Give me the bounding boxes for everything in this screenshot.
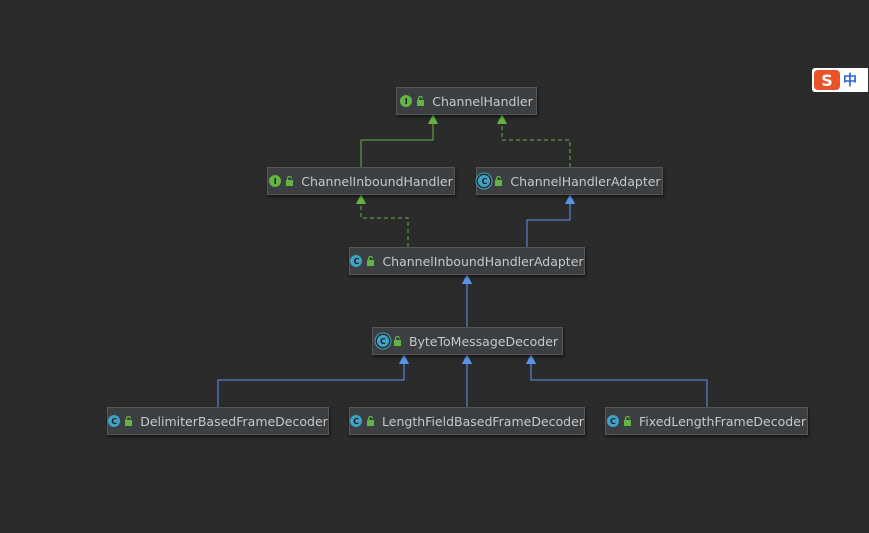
node-label: FixedLengthFrameDecoder: [638, 413, 807, 429]
interface-icon: I: [269, 175, 282, 187]
lock-icon: [495, 176, 503, 186]
node-label: ChannelHandlerAdapter: [510, 173, 661, 189]
sogou-logo-icon: S: [814, 70, 840, 90]
node-channel-inbound-handler-adapter[interactable]: C ChannelInboundHandlerAdapter: [349, 247, 585, 275]
class-icon: C: [350, 415, 363, 427]
ime-indicator[interactable]: S 中: [812, 68, 868, 92]
class-icon: C: [350, 255, 363, 267]
lock-icon: [623, 416, 631, 426]
node-length-field-based-frame-decoder[interactable]: C LengthFieldBasedFrameDecoder: [349, 407, 585, 435]
node-label: DelimiterBasedFrameDecoder: [140, 413, 328, 429]
interface-icon: I: [400, 95, 413, 107]
lock-icon: [286, 176, 294, 186]
edge-channel-inbound-handler-adapter-to-channel-handler-adapter: [526, 194, 575, 247]
lock-icon: [367, 256, 375, 266]
node-channel-handler-adapter[interactable]: C ChannelHandlerAdapter: [476, 167, 663, 195]
node-delimiter-based-frame-decoder[interactable]: C DelimiterBasedFrameDecoder: [107, 407, 329, 435]
edge-delimiter-based-frame-decoder-to-byte-to-message-decoder: [217, 354, 409, 407]
node-channel-inbound-handler[interactable]: I ChannelInboundHandler: [267, 167, 455, 195]
ime-mode-label: 中: [843, 73, 857, 89]
edge-layer: [217, 114, 708, 407]
node-label: ChannelInboundHandlerAdapter: [382, 253, 584, 269]
edge-fixed-length-frame-decoder-to-byte-to-message-decoder: [526, 354, 708, 407]
edge-channel-handler-adapter-to-channel-handler: [497, 114, 571, 167]
node-label: ByteToMessageDecoder: [408, 333, 559, 349]
node-fixed-length-frame-decoder[interactable]: C FixedLengthFrameDecoder: [605, 407, 808, 435]
abstract-class-icon: C: [376, 335, 389, 347]
lock-icon: [393, 336, 401, 346]
node-label: LengthFieldBasedFrameDecoder: [382, 413, 584, 429]
edge-channel-inbound-handler-to-channel-handler: [360, 114, 438, 167]
lock-icon: [125, 416, 133, 426]
class-icon: C: [108, 415, 121, 427]
node-byte-to-message-decoder[interactable]: C ByteToMessageDecoder: [372, 327, 563, 355]
lock-icon: [417, 96, 425, 106]
node-label: ChannelInboundHandler: [301, 173, 453, 189]
class-icon: C: [606, 415, 619, 427]
edge-channel-inbound-handler-adapter-to-channel-inbound-handler: [356, 194, 409, 247]
abstract-class-icon: C: [478, 175, 491, 187]
node-label: ChannelHandler: [432, 93, 533, 109]
lock-icon: [367, 416, 375, 426]
node-channel-handler[interactable]: I ChannelHandler: [396, 87, 537, 115]
